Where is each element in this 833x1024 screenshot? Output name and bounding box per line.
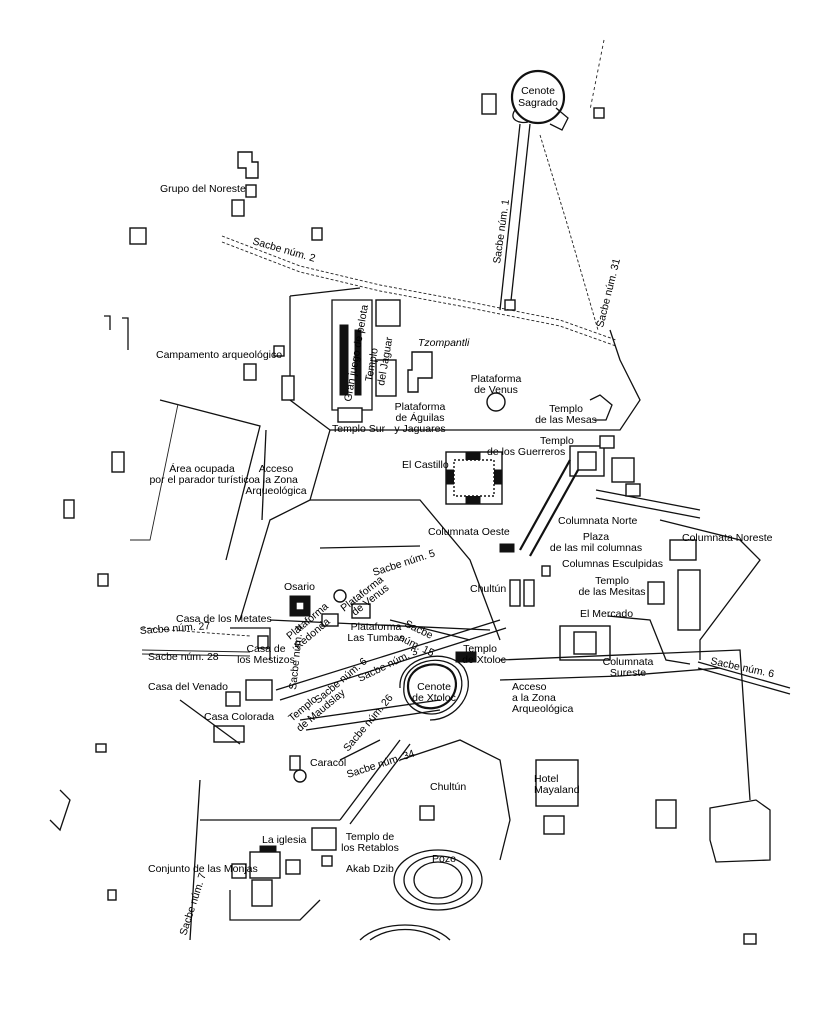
label-la-iglesia: La iglesia bbox=[262, 834, 307, 846]
label-templo-sur: Templo Sur bbox=[332, 423, 386, 435]
label-sacbe-27: Sacbe núm. 27 bbox=[139, 620, 210, 637]
label-plataforma-aguilas-2: de Águilas bbox=[395, 411, 444, 424]
label-acceso-w-1: Acceso bbox=[259, 463, 294, 475]
sacbe-1-east-edge bbox=[509, 123, 531, 311]
label-templo-retablos-1: Templo de bbox=[346, 831, 395, 843]
label-acceso-e-3: Arqueológica bbox=[512, 703, 573, 715]
label-casa-mestizos-1: Casa de bbox=[246, 643, 285, 655]
label-acceso-w-3: Arqueológica bbox=[245, 485, 306, 497]
label-templo-jaguar-1: Templo bbox=[363, 347, 381, 383]
label-templo-xtoloc-2: de Xtoloc bbox=[462, 654, 506, 666]
label-acceso-e-2: a la Zona bbox=[512, 692, 556, 704]
label-grupo-noreste: Grupo del Noreste bbox=[160, 183, 246, 195]
label-plaza-mil-2: de las mil columnas bbox=[550, 542, 642, 554]
label-pozo: Pozo bbox=[432, 853, 456, 865]
label-columnata-norte: Columnata Norte bbox=[558, 515, 638, 527]
label-templo-mesas-1: Templo bbox=[549, 403, 583, 415]
label-templo-retablos-2: los Retablos bbox=[341, 842, 399, 854]
label-sacbe-28: Sacbe núm. 28 bbox=[148, 651, 219, 663]
label-hotel-mayaland-1: Hotel bbox=[534, 773, 559, 785]
cenote-sagrado-outline bbox=[510, 69, 566, 125]
label-area-parador-2: por el parador turístico bbox=[149, 474, 254, 486]
label-hotel-mayaland-2: Mayaland bbox=[534, 784, 580, 796]
label-sacbe-2: Sacbe núm. 2 bbox=[251, 235, 317, 264]
label-sacbe-31: Sacbe núm. 31 bbox=[594, 257, 623, 329]
label-cenote-sagrado-2: Sagrado bbox=[518, 97, 558, 109]
label-akab-dzib: Akab Dzib bbox=[346, 863, 394, 875]
label-acceso-w-2: a la Zona bbox=[254, 474, 298, 486]
label-tzompantli: Tzompantli bbox=[418, 337, 470, 349]
hotel-mayaland-building bbox=[535, 759, 579, 807]
label-columnata-noreste: Columnata Noreste bbox=[682, 532, 773, 544]
label-caracol: Caracol bbox=[310, 757, 346, 769]
label-templo-guerreros-1: Templo bbox=[540, 435, 574, 447]
columnata-oeste-edge-2 bbox=[529, 469, 579, 557]
label-templo-guerreros-2: de los Guerreros bbox=[487, 446, 565, 458]
label-chultun-n: Chultún bbox=[470, 583, 506, 595]
label-sacbe-5: Sacbe núm. 5 bbox=[371, 547, 436, 578]
label-casa-venado: Casa del Venado bbox=[148, 681, 228, 693]
label-el-castillo: El Castillo bbox=[402, 459, 449, 471]
map-linework bbox=[49, 39, 791, 945]
label-plataforma-tumbas-2: Las Tumbas bbox=[347, 632, 404, 644]
great-plaza-boundary bbox=[289, 296, 641, 431]
label-casa-colorada: Casa Colorada bbox=[204, 711, 274, 723]
label-templo-mesas-2: de las Mesas bbox=[535, 414, 597, 426]
label-plataforma-tumbas-1: Plataforma bbox=[351, 621, 402, 633]
label-plataforma-aguilas-3: y Jaguares bbox=[394, 423, 445, 435]
label-templo-mesitas-1: Templo bbox=[595, 575, 629, 587]
columnata-oeste-edge-1 bbox=[519, 459, 571, 551]
label-templo-mesitas-2: de las Mesitas bbox=[578, 586, 645, 598]
label-plataforma-venus-n-2: de Venus bbox=[474, 384, 518, 396]
label-conjunto-monjas: Conjunto de las Monjas bbox=[148, 863, 258, 875]
label-chultun-s: Chultún bbox=[430, 781, 466, 793]
label-columnata-sureste-2: Sureste bbox=[610, 667, 646, 679]
sacbe-1-west-edge bbox=[499, 123, 521, 311]
label-plataforma-venus-n-1: Plataforma bbox=[471, 373, 522, 385]
label-cenote-xtoloc-2: de Xtoloc bbox=[412, 692, 456, 704]
label-cenote-sagrado-1: Cenote bbox=[521, 85, 555, 97]
label-casa-mestizos-2: los Mestizos bbox=[237, 654, 295, 666]
label-acceso-e-1: Acceso bbox=[512, 681, 547, 693]
label-columnas-esculpidas: Columnas Esculpidas bbox=[562, 558, 663, 570]
label-campamento: Campamento arqueológico bbox=[156, 349, 282, 361]
label-cenote-xtoloc-1: Cenote bbox=[417, 681, 451, 693]
label-area-parador-1: Área ocupada bbox=[169, 462, 235, 475]
label-casa-metates: Casa de los Metates bbox=[176, 613, 272, 625]
label-plaza-mil-1: Plaza bbox=[583, 531, 609, 543]
label-el-mercado: El Mercado bbox=[580, 608, 633, 620]
label-plataforma-aguilas-1: Plataforma bbox=[395, 401, 446, 413]
label-templo-xtoloc-1: Templo bbox=[463, 643, 497, 655]
label-columnata-sureste-1: Columnata bbox=[603, 656, 654, 668]
label-columnata-oeste: Columnata Oeste bbox=[428, 526, 510, 538]
label-osario: Osario bbox=[284, 581, 315, 593]
